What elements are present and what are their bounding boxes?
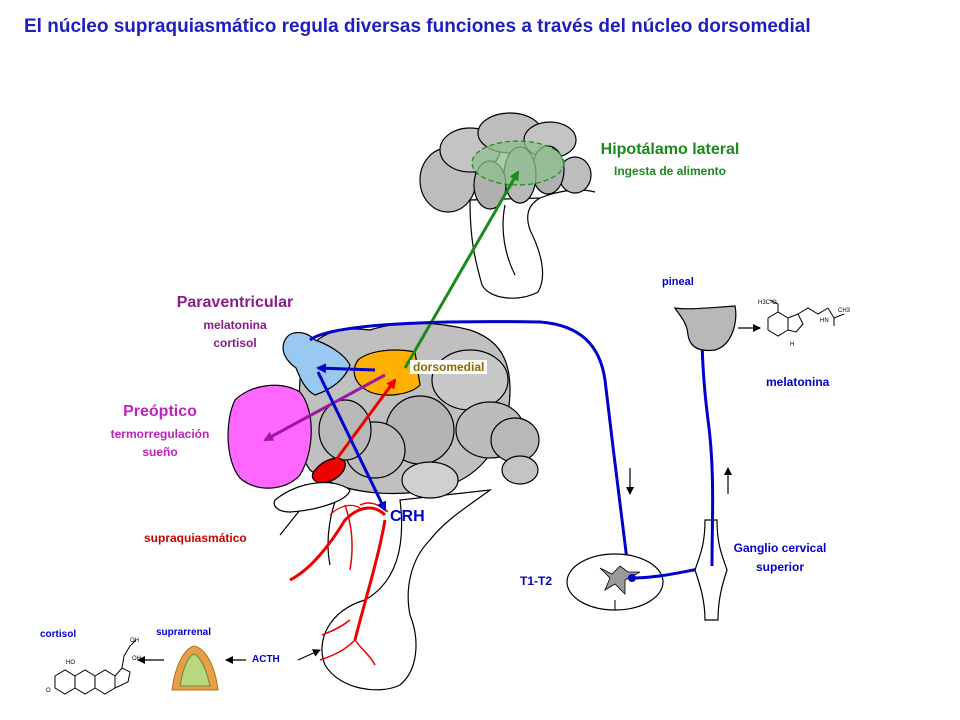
termorregulacion-label: termorregulación [110, 427, 210, 441]
svg-text:CH3: CH3 [838, 308, 851, 314]
svg-text:OH: OH [130, 638, 139, 644]
pathway-ganglion-to-pineal [700, 331, 715, 567]
arrow-pituitary-to-acth [297, 649, 321, 661]
suprarrenal-label: suprarrenal [156, 627, 212, 638]
svg-text:O: O [46, 688, 51, 694]
cortisol-molecule: O HO OH OH [46, 638, 141, 695]
pv-melatonina-label: melatonina [203, 318, 267, 332]
cortisol-label: cortisol [40, 629, 77, 640]
ingesta-label: Ingesta de alimento [613, 164, 727, 178]
melatonina-label: melatonina [766, 375, 830, 389]
ganglion-shape [694, 519, 728, 621]
preoptico-label: Preóptico [123, 403, 197, 420]
adrenal-gland [166, 642, 222, 694]
page-title: El núcleo supraquiasmático regula divers… [24, 16, 811, 37]
melatonin-molecule: H3C-O H HN CH3 [758, 299, 851, 348]
arrow-pvn-to-crh [316, 371, 387, 512]
arrow-to-preoptic [263, 373, 386, 442]
t1t2-label: T1-T2 [520, 574, 553, 588]
pineal-label: pineal [662, 276, 694, 288]
upper-hypothalamus-drawing [419, 112, 596, 299]
spinal-cord-section [566, 553, 664, 611]
supraquiasmatico-label: supraquiasmático [144, 531, 247, 545]
svg-text:H: H [790, 342, 794, 348]
dorsomedial-label: dorsomedial [410, 360, 488, 374]
pv-cortisol-label: cortisol [213, 336, 257, 350]
red-neuron-fibers [289, 502, 389, 666]
ganglio-label-line2: superior [755, 560, 804, 574]
ganglio-label-line1: Ganglio cervical [733, 541, 827, 555]
svg-text:OH: OH [132, 656, 141, 662]
sueno-label: sueño [142, 445, 178, 459]
arrow-to-lateral-hypothalamus [403, 170, 520, 369]
arrow-scn-to-dorsomedial [328, 378, 397, 469]
crh-label: CRH [390, 508, 425, 525]
svg-text:HN: HN [820, 318, 829, 324]
svg-text:HO: HO [66, 660, 75, 666]
paraventricular-label: Paraventricular [176, 294, 294, 311]
svg-text:H3C-O: H3C-O [758, 300, 777, 306]
pineal-gland [673, 305, 737, 352]
synapse-dot [628, 574, 636, 582]
pathway-pvn-to-spinal [309, 320, 630, 569]
acth-label: ACTH [252, 654, 280, 665]
hipotalamo-lateral-label: Hipotálamo lateral [600, 141, 740, 158]
arrow-to-paraventricular [316, 363, 376, 374]
